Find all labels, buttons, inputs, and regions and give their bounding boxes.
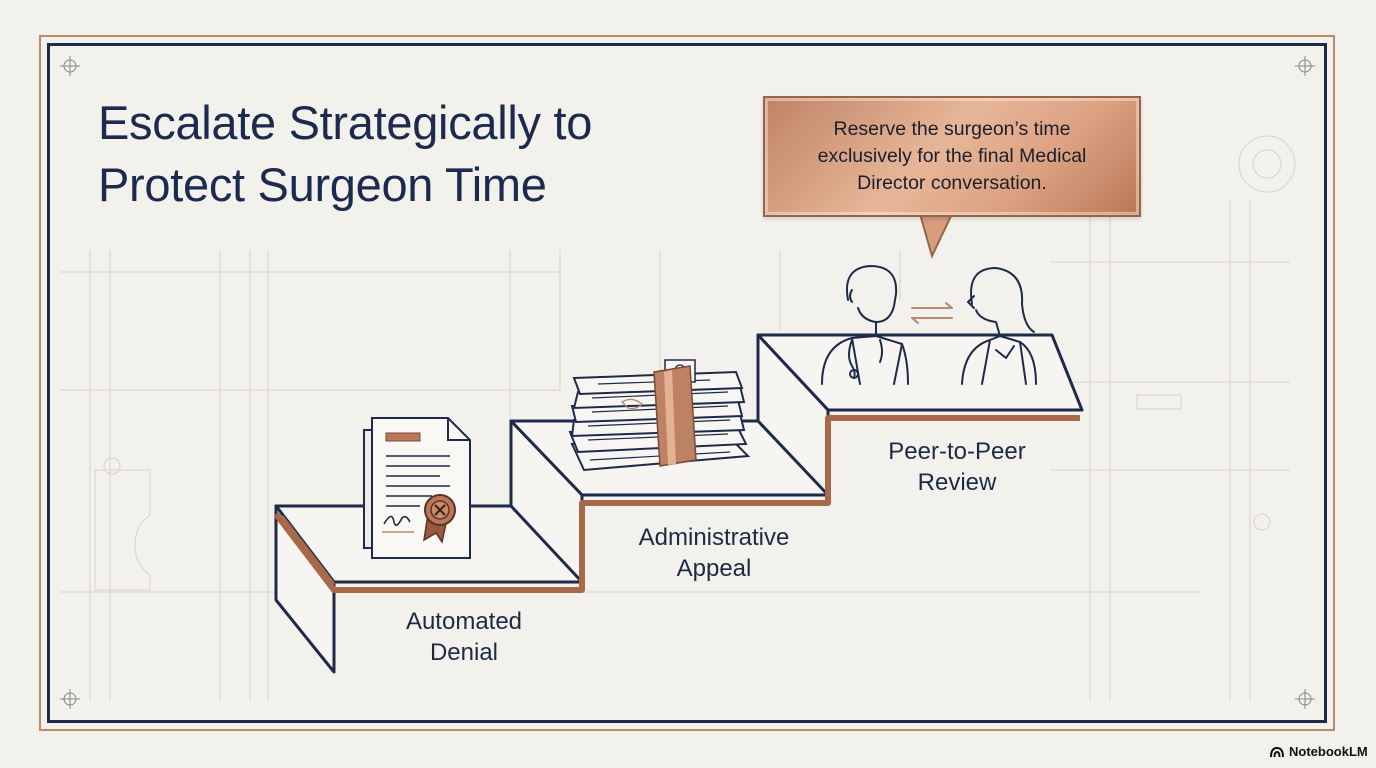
step-label-line: Denial — [429, 639, 499, 666]
copper-trim — [273, 415, 1080, 593]
step-label-automated-denial: Automated Denial — [374, 606, 554, 668]
step-label-line: Automated — [405, 608, 523, 635]
step-label-line: Review — [917, 469, 997, 496]
step-label-line: Peer-to-Peer — [888, 438, 1026, 465]
callout-line: Reserve the surgeon’s time — [833, 118, 1071, 140]
callout-box: Reserve the surgeon’s time exclusively f… — [763, 96, 1141, 217]
callout-line: exclusively for the final Medical — [817, 145, 1087, 167]
blueprint-grid — [60, 135, 1296, 700]
step-label-line: Administrative — [638, 524, 790, 551]
outer-frame — [39, 35, 1335, 731]
step-label-line: Appeal — [676, 555, 752, 582]
callout-line: Director conversation. — [857, 172, 1047, 194]
inner-frame — [47, 43, 1327, 723]
title-line: Escalate Strategically to — [98, 96, 593, 149]
denial-letter-icon — [363, 417, 471, 559]
notebooklm-logo-icon — [1270, 746, 1284, 757]
doctor-conversation-icon — [821, 265, 1037, 385]
notebooklm-brand: NotebookLM — [1269, 744, 1368, 759]
title-line: Protect Surgeon Time — [98, 158, 547, 211]
slide-title: Escalate Strategically to Protect Surgeo… — [98, 92, 738, 216]
step-label-peer-to-peer-review: Peer-to-Peer Review — [862, 436, 1052, 498]
step-label-administrative-appeal: Administrative Appeal — [604, 522, 824, 584]
crosshair-marks — [60, 56, 1315, 709]
paper-stack-icon — [568, 359, 751, 472]
brand-label: NotebookLM — [1289, 744, 1368, 759]
